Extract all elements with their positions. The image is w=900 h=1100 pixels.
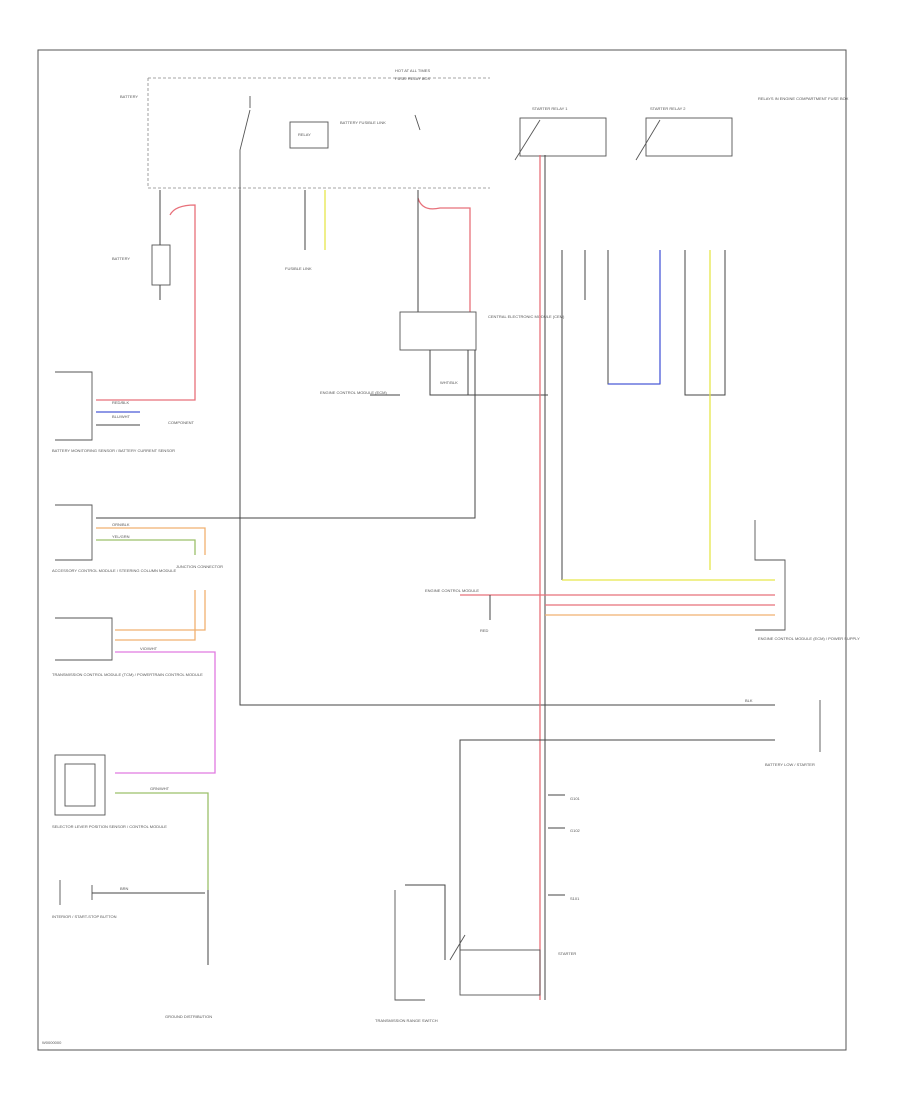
starter-label: STARTER [558,951,576,956]
connector-pair-label: JUNCTION CONNECTOR [176,564,223,569]
selector-lever-label: SELECTOR LEVER POSITION SENSOR / CONTROL… [52,824,167,829]
central-electronic-module: CENTRAL ELECTRONIC MODULE (CEM) [399,311,565,351]
starter-relay-1: STARTER RELAY 1 [514,106,607,161]
interior-button-label: INTERIOR / START-STOP BUTTON [52,914,117,919]
battery-fusible-label: BATTERY FUSIBLE LINK [340,120,386,125]
starter-relay-1-label: STARTER RELAY 1 [532,106,568,111]
central-box-label: CENTRAL ELECTRONIC MODULE (CEM) [488,314,565,319]
wire-g1-label: G101 [570,796,581,801]
engine-control-module-right: ENGINE CONTROL MODULE (ECM) / POWER SUPP… [754,520,860,641]
wire-g2-label: G102 [570,828,581,833]
accessory-ctrl-label: ACCESSORY CONTROL MODULE / STEERING COLU… [52,568,177,573]
wire-s1-label: S101 [570,896,580,901]
battery-label: BATTERY [112,256,130,261]
diagram-border [37,49,847,1051]
relay-note-label: RELAYS IN ENGINE COMPARTMENT FUSE BOX [758,96,849,101]
transmission-range-label: TRANSMISSION RANGE SWITCH [375,1018,438,1023]
connector-stubs [561,250,726,580]
starter-relay-2: STARTER RELAY 2 [635,106,733,161]
wire-code-w3: YEL/GRN [112,534,130,539]
component-right-1-label: COMPONENT [168,420,195,425]
battery: BATTERY [112,190,171,300]
red-wire-battery [96,204,196,401]
engine-ctrl-left-label: ENGINE CONTROL MODULE (ECM) [320,390,387,395]
battery-ctrl-label: BATTERY MONITORING SENSOR / BATTERY CURR… [52,448,175,453]
transmission-control-module: TRANSMISSION CONTROL MODULE (TCM) / POWE… [52,617,203,677]
wire-code-w6: VIO/WHT [140,646,158,651]
main-black-wire [239,190,775,706]
wire-code-w5: GRN/WHT [150,786,170,791]
wire-code-w8: RED [480,628,489,633]
interior-button: INTERIOR / START-STOP BUTTON [52,880,117,919]
transmission-ctrl-label: TRANSMISSION CONTROL MODULE (TCM) / POWE… [52,672,203,677]
fusible-link-pair: FUSIBLE LINK [285,190,326,271]
wire-code-w10: BRN [120,886,129,891]
fusible-link-label: FUSIBLE LINK [285,266,312,271]
fuse-block-label: FUSE/ RELAY BOX [395,76,431,81]
starter-relay-2-label: STARTER RELAY 2 [650,106,686,111]
accessory-control-module: ACCESSORY CONTROL MODULE / STEERING COLU… [52,504,177,573]
wire-code-w9: WHT/BLK [440,380,458,385]
battery-sensor-module: BATTERY MONITORING SENSOR / BATTERY CURR… [52,371,175,453]
red-wire-central [417,197,471,312]
relay-b-label: RELAY [298,132,311,137]
wire-code-w1: RED/BLK [112,400,129,405]
battery-low-module: BATTERY LOW / STARTER [765,700,821,767]
wire-code-w7: BLK [745,698,753,703]
battery-fuse-label: BATTERY [120,94,138,99]
transmission-range-switch: TRANSMISSION RANGE SWITCH [375,884,446,1023]
footer-code: W0000000 [42,1040,62,1045]
starter-assembly: STARTER [449,934,576,996]
hot-at-all-times-label: HOT AT ALL TIMES [395,68,430,73]
engine-right-label: ENGINE CONTROL MODULE [425,588,479,593]
ground-bottom-label: GROUND DISTRIBUTION [165,1014,212,1019]
battery-low-label: BATTERY LOW / STARTER [765,762,815,767]
selector-lever-module: SELECTOR LEVER POSITION SENSOR / CONTROL… [52,754,167,829]
wire-code-w4: ORN/BLK [112,522,130,527]
fuse-relay-box: HOT AT ALL TIMES FUSE/ RELAY BOX RELAY B… [120,68,490,190]
wire-code-w2: BLU/WHT [112,414,131,419]
engine-ctrl-right-label: ENGINE CONTROL MODULE (ECM) / POWER SUPP… [758,636,860,641]
